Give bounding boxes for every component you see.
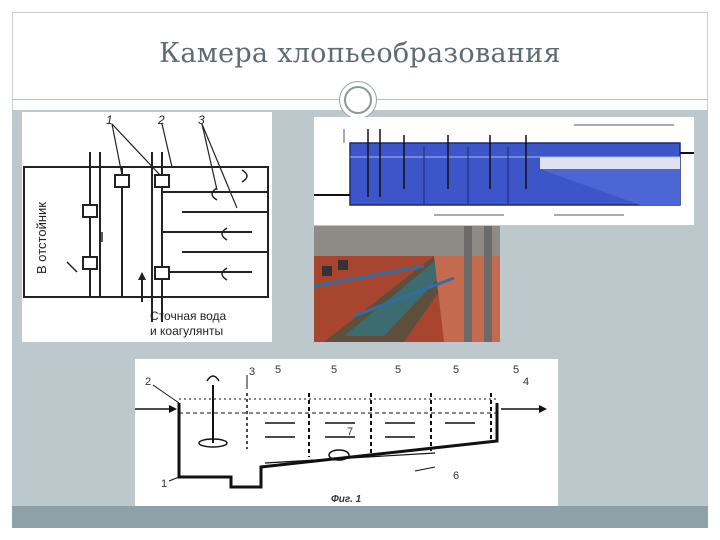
- flocculation-schematic-drawing: 1 2 3 В отстойник Сточная вода и коагуля…: [22, 112, 272, 342]
- slide-title: Камера хлопьеобразования: [159, 38, 561, 69]
- section-number-4: 4: [523, 376, 529, 388]
- figure-left-number-1: 1: [106, 113, 113, 127]
- bottom-bar: [12, 506, 708, 528]
- ring-ornament-icon: [339, 81, 377, 119]
- chamber-photo-image: [313, 226, 500, 342]
- side-label: В отстойник: [34, 202, 49, 274]
- section-number-7: 7: [347, 426, 353, 438]
- chamber-photo: [313, 226, 500, 342]
- flocculation-tank-section: 2 3 5 5 5 5 5 4 7 6 1 Фиг. 1: [135, 359, 558, 506]
- section-number-5e: 5: [513, 364, 519, 376]
- tank-diagram: [314, 117, 694, 225]
- tank-diagram-drawing: [314, 117, 694, 225]
- section-number-6: 6: [453, 470, 459, 482]
- flocculation-tank-section-drawing: 2 3 5 5 5 5 5 4 7 6 1 Фиг. 1: [135, 359, 558, 506]
- section-number-5b: 5: [331, 364, 337, 376]
- figure-left-number-3: 3: [198, 113, 205, 127]
- section-number-5a: 5: [275, 364, 281, 376]
- section-number-5d: 5: [453, 364, 459, 376]
- figure-left-number-2: 2: [157, 113, 165, 127]
- inlet-label-line2: и коагулянты: [150, 324, 223, 338]
- inlet-label-line1: Сточная вода: [150, 309, 226, 323]
- figure-caption: Фиг. 1: [331, 494, 362, 505]
- section-number-2: 2: [145, 376, 151, 388]
- section-number-3: 3: [249, 366, 255, 378]
- flocculation-schematic: 1 2 3 В отстойник Сточная вода и коагуля…: [22, 112, 272, 342]
- section-number-5c: 5: [395, 364, 401, 376]
- section-number-1: 1: [161, 478, 167, 490]
